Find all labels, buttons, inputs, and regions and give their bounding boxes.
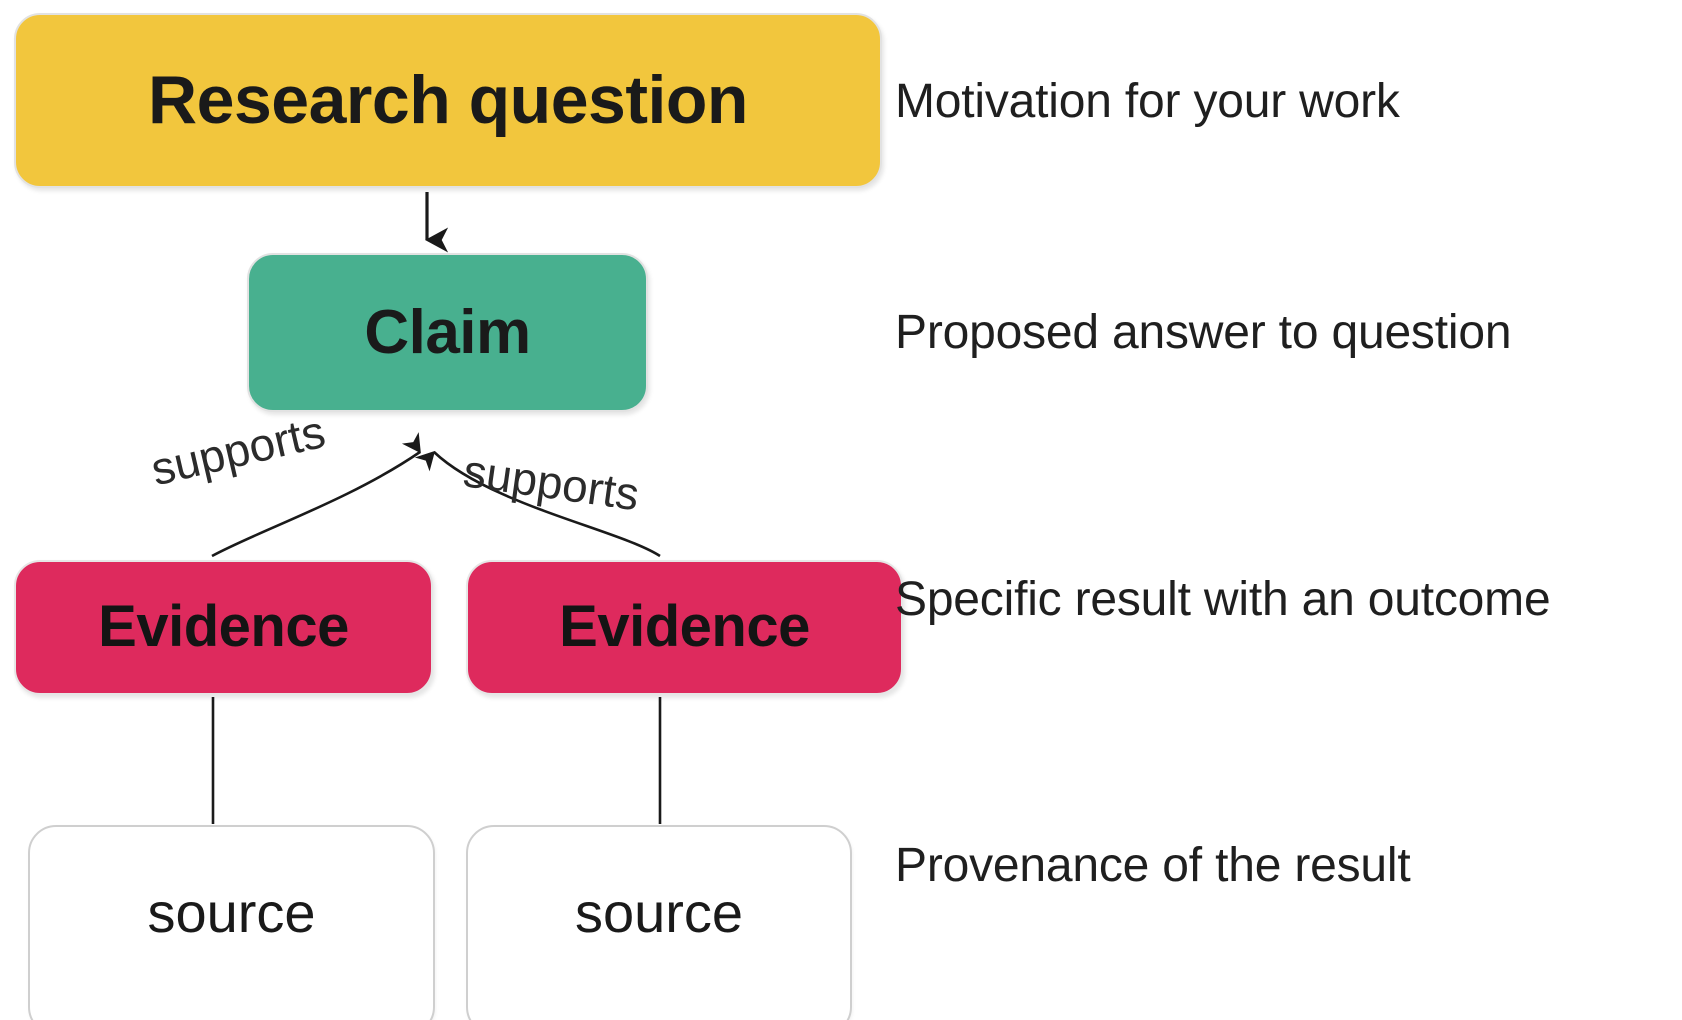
- node-evidence-1[interactable]: Evidence: [14, 560, 433, 695]
- edge-label-supports-left: supports: [146, 404, 330, 496]
- node-evidence-2[interactable]: Evidence: [466, 560, 903, 695]
- annotation-claim: Proposed answer to question: [895, 306, 1512, 359]
- annotation-source: Provenance of the result: [895, 839, 1411, 892]
- node-source-1[interactable]: source: [28, 825, 435, 1020]
- edge-label-supports-right: supports: [460, 444, 643, 521]
- node-claim[interactable]: Claim: [247, 253, 648, 412]
- node-source-2-label: source: [574, 880, 744, 944]
- node-research-question[interactable]: Research question: [14, 13, 882, 188]
- node-evidence-2-label: Evidence: [559, 594, 810, 660]
- node-source-2[interactable]: source: [466, 825, 852, 1020]
- node-claim-label: Claim: [364, 297, 531, 367]
- annotation-evidence: Specific result with an outcome: [895, 573, 1551, 626]
- node-evidence-1-label: Evidence: [98, 594, 349, 660]
- node-research-question-label: Research question: [148, 61, 748, 138]
- node-source-1-label: source: [147, 880, 316, 944]
- annotation-research-question: Motivation for your work: [895, 75, 1400, 128]
